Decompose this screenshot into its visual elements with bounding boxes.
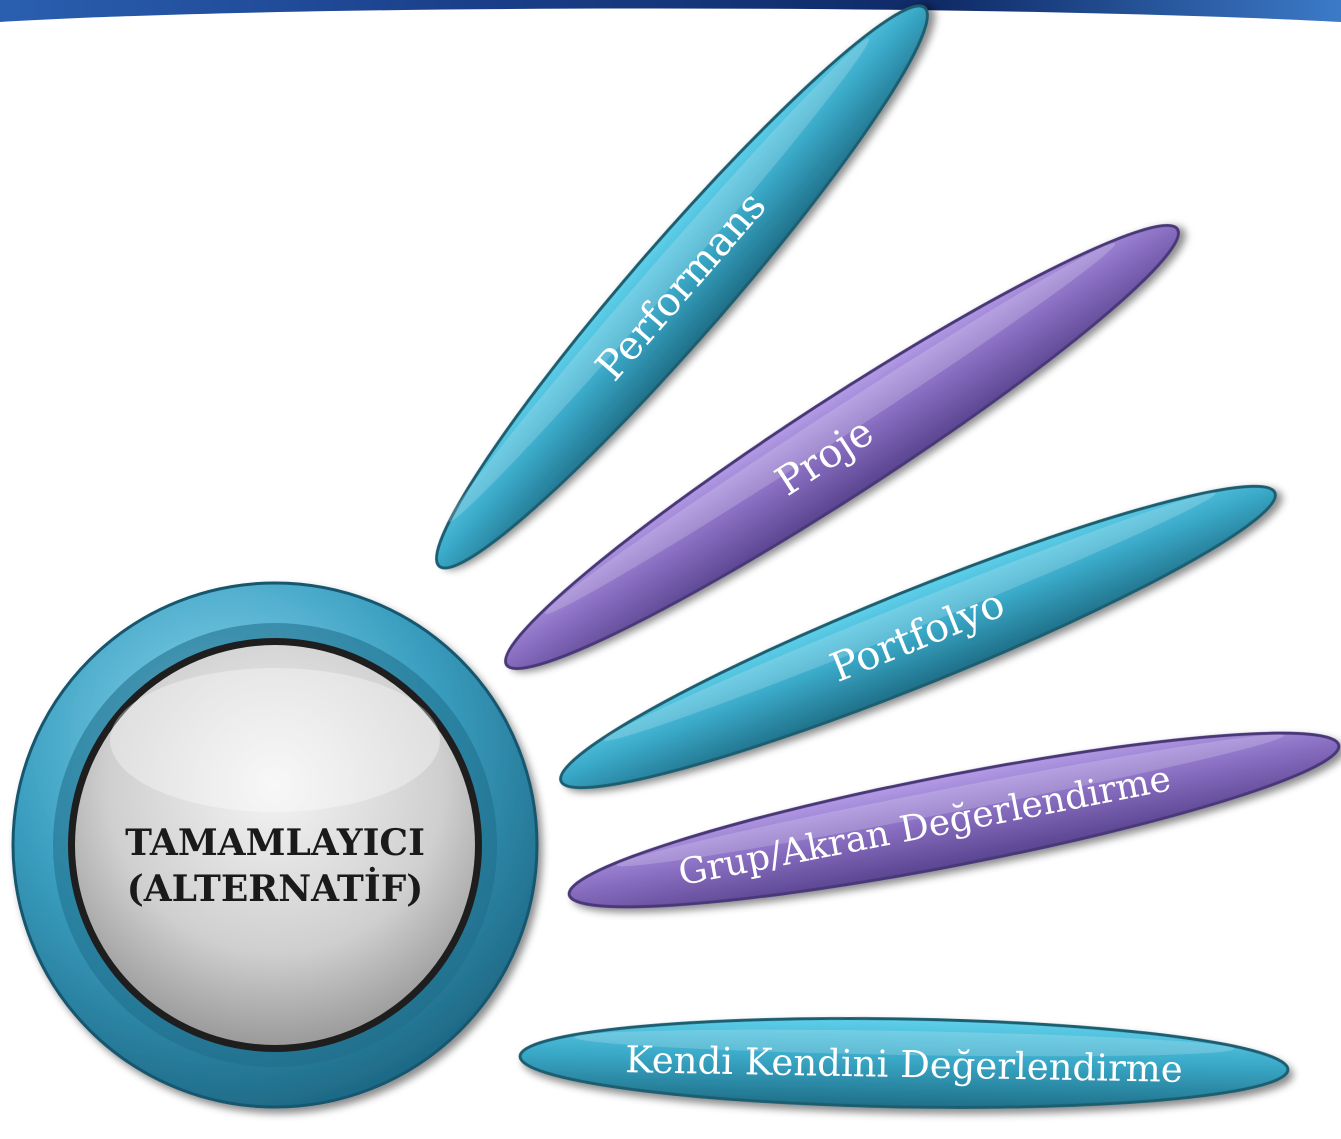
- center-label-line2: (ALTERNATİF): [126, 868, 424, 910]
- petal-performans: Performans: [435, 4, 929, 570]
- petal-proje: Proje: [504, 223, 1180, 671]
- petal-label: Kendi Kendini Değerlendirme: [625, 1038, 1183, 1091]
- petal-highlight: [603, 492, 1216, 741]
- center-label: TAMAMLAYICI (ALTERNATİF): [80, 820, 470, 912]
- center-circle: [11, 581, 539, 1109]
- petal-highlight: [574, 1029, 1235, 1057]
- petal-highlight: [616, 734, 1284, 867]
- petal-highlight: [448, 38, 870, 522]
- petal-portfolyo: Portfolyo: [559, 484, 1277, 790]
- petal-highlight: [544, 243, 1116, 615]
- petal-shape: [435, 4, 929, 570]
- petal-shape: [504, 223, 1180, 671]
- petal-shape: [567, 731, 1341, 909]
- petal-kendi-kendini: Kendi Kendini Değerlendirme: [518, 1016, 1290, 1110]
- inner-disc-gloss: [110, 668, 440, 812]
- inner-disc: [75, 645, 475, 1045]
- petal-shape: [559, 484, 1277, 790]
- petal-shape: [518, 1016, 1290, 1110]
- top-banner: [0, 0, 1341, 22]
- center-label-line1: TAMAMLAYICI: [125, 822, 425, 864]
